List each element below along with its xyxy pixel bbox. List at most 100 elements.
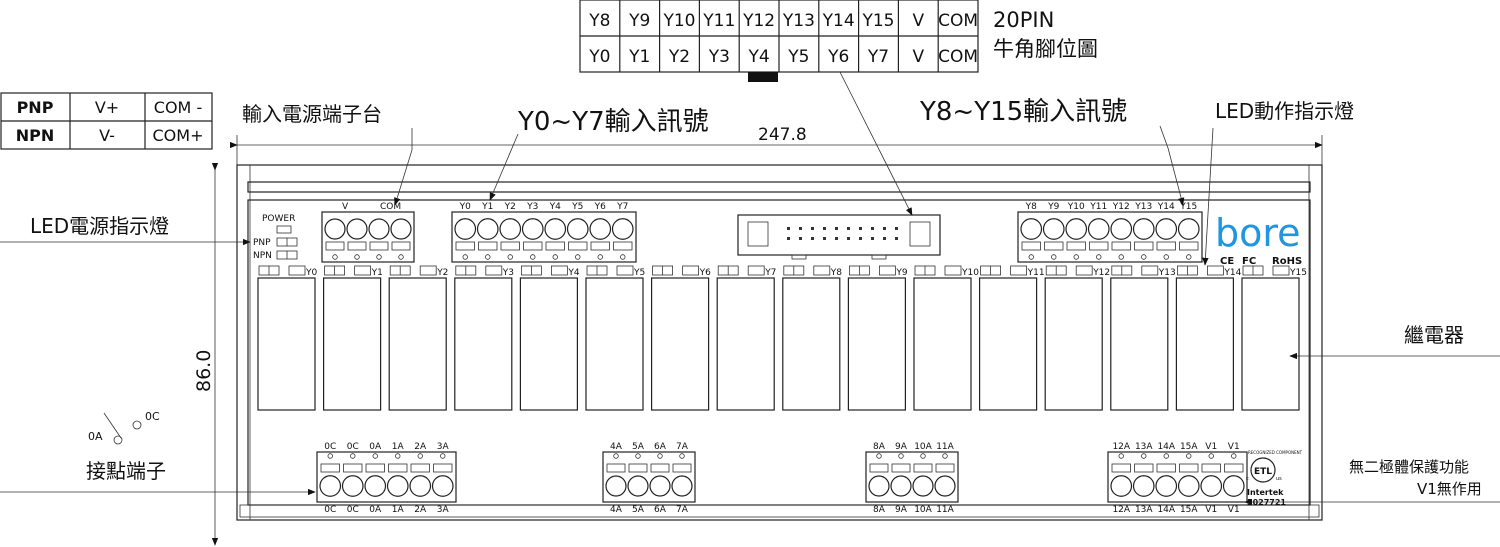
- terminal-screw[interactable]: [934, 475, 956, 497]
- led-indicator: [879, 265, 896, 276]
- terminal-screw[interactable]: [454, 218, 477, 240]
- terminal-label: 0A: [369, 442, 382, 452]
- led-indicator: [419, 265, 437, 276]
- terminal-screw[interactable]: [1020, 218, 1043, 240]
- terminal-screw[interactable]: [324, 218, 346, 240]
- terminal-screw[interactable]: [605, 475, 627, 497]
- terminal-screw[interactable]: [611, 218, 634, 240]
- terminal-label: Y9: [1047, 202, 1059, 212]
- terminal-screw[interactable]: [1110, 218, 1133, 240]
- terminal-screw[interactable]: [1177, 218, 1200, 240]
- terminal-label: 10A: [914, 505, 932, 515]
- pin-cell: V: [912, 11, 924, 31]
- pin-cell: Y11: [702, 11, 735, 31]
- terminal-screw[interactable]: [544, 218, 567, 240]
- terminal-screw[interactable]: [476, 218, 499, 240]
- terminal-label: V1: [1205, 442, 1217, 452]
- callout-power-terminal: 輸入電源端子台: [242, 102, 382, 126]
- led-label: Y6: [699, 268, 711, 278]
- terminal-screw[interactable]: [341, 475, 364, 497]
- pin-cell: Y10: [662, 11, 695, 31]
- led-label: Y5: [633, 268, 645, 278]
- relay: [782, 277, 841, 411]
- led-label: Y8: [830, 268, 842, 278]
- terminal-screw[interactable]: [589, 218, 612, 240]
- terminal-label: 11A: [936, 442, 954, 452]
- relay: [716, 277, 775, 411]
- terminal-screw[interactable]: [1065, 218, 1088, 240]
- terminal-label: Y15: [1179, 202, 1197, 212]
- callout-y0-y7: Y0~Y7輸入訊號: [517, 107, 709, 137]
- terminal-screw[interactable]: [1042, 218, 1065, 240]
- led-indicator: [747, 265, 765, 276]
- terminal-label: Y10: [1067, 202, 1085, 212]
- terminal-label: Y0: [459, 202, 471, 212]
- led-label: Y3: [502, 268, 514, 278]
- pin-cell: Y13: [782, 11, 815, 31]
- power-led: [276, 225, 292, 234]
- terminal-screw[interactable]: [368, 218, 390, 240]
- terminal-label: Y5: [571, 202, 583, 212]
- mode-cell: V+: [95, 98, 119, 117]
- terminal-label: 4A: [610, 442, 623, 452]
- terminal-label: V1: [1228, 442, 1240, 452]
- terminal-screw[interactable]: [868, 475, 890, 497]
- led-indicator: [485, 265, 503, 276]
- terminal-label: Y7: [616, 202, 628, 212]
- terminal-label: 3A: [437, 442, 450, 452]
- terminal-screw[interactable]: [649, 475, 671, 497]
- led-label: Y11: [1027, 268, 1045, 278]
- terminal-label: Y8: [1025, 202, 1037, 212]
- relay: [847, 277, 907, 411]
- pin-cell: Y2: [668, 47, 690, 67]
- power-terminal-block[interactable]: [321, 211, 415, 263]
- terminal-screw[interactable]: [364, 475, 387, 497]
- terminal-screw[interactable]: [1222, 475, 1245, 497]
- svg-text:RECOGNIZED COMPONENT: RECOGNIZED COMPONENT: [1248, 450, 1303, 455]
- terminal-label: Y11: [1089, 202, 1107, 212]
- terminal-screw[interactable]: [499, 218, 522, 240]
- terminal-screw[interactable]: [390, 218, 412, 240]
- terminal-screw[interactable]: [566, 218, 589, 240]
- terminal-screw[interactable]: [1177, 475, 1200, 497]
- terminal-screw[interactable]: [1087, 218, 1110, 240]
- callout-led-indicator: LED動作指示燈: [1215, 99, 1354, 123]
- terminal-screw[interactable]: [890, 475, 912, 497]
- terminal-screw[interactable]: [431, 475, 454, 497]
- terminal-screw[interactable]: [1155, 218, 1178, 240]
- terminal-label: 1A: [392, 505, 405, 515]
- terminal-screw[interactable]: [409, 475, 432, 497]
- terminal-label: 7A: [676, 505, 689, 515]
- pin-table: Y8Y0Y9Y1Y10Y2Y11Y3Y12Y4Y13Y5Y14Y6Y15Y7VV…: [579, 0, 979, 73]
- mode-cell: COM+: [153, 126, 204, 145]
- terminal-screw[interactable]: [1132, 218, 1155, 240]
- header-key-tab: [748, 72, 778, 82]
- pin-table-subtitle: 牛角腳位圖: [993, 37, 1098, 61]
- rohs-mark: RoHS: [1272, 256, 1302, 267]
- terminal-screw[interactable]: [386, 475, 409, 497]
- terminal-screw[interactable]: [671, 475, 693, 497]
- terminal-screw[interactable]: [912, 475, 934, 497]
- led-indicator: [1075, 265, 1093, 276]
- terminal-screw[interactable]: [521, 218, 544, 240]
- terminal-label: 9A: [895, 442, 908, 452]
- pcb-board: [247, 199, 1311, 506]
- terminal-screw[interactable]: [1155, 475, 1178, 497]
- callout-y8-y15: Y8~Y15輸入訊號: [919, 97, 1127, 127]
- terminal-screw[interactable]: [319, 475, 342, 497]
- terminal-screw[interactable]: [1110, 475, 1133, 497]
- 20pin-header[interactable]: [737, 214, 941, 260]
- terminal-screw[interactable]: [1132, 475, 1155, 497]
- terminal-screw[interactable]: [346, 218, 368, 240]
- terminal-screw[interactable]: [1200, 475, 1223, 497]
- relay: [1175, 277, 1235, 411]
- terminal-screw[interactable]: [627, 475, 649, 497]
- led-label: Y4: [567, 268, 579, 278]
